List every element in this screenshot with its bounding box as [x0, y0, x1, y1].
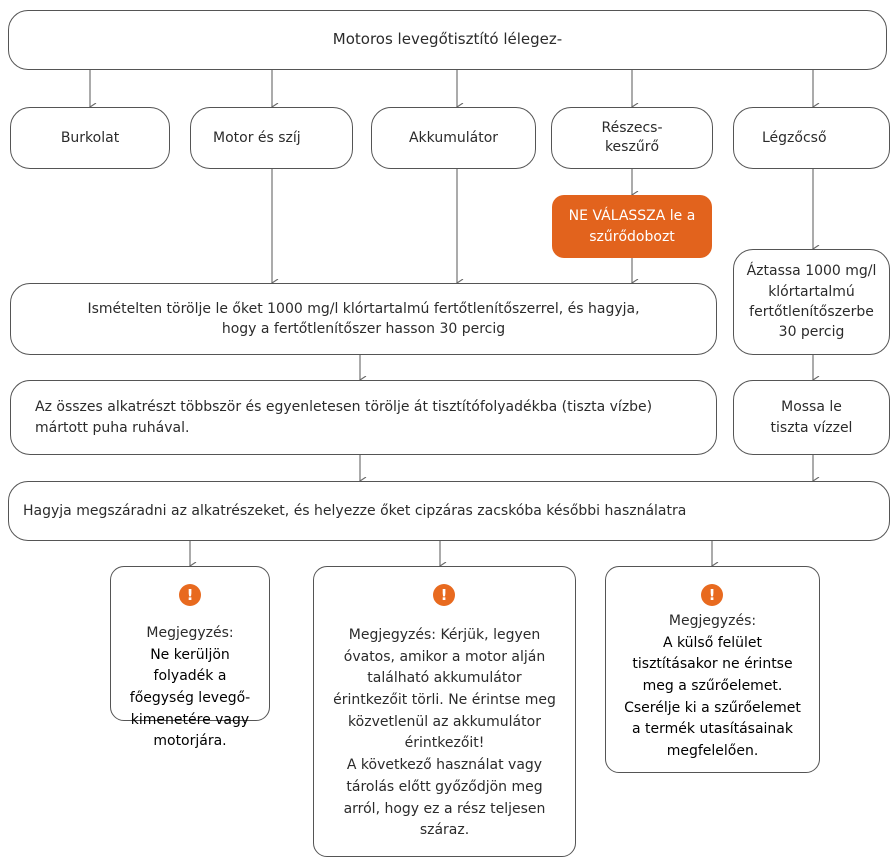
step-dry-text: Hagyja megszáradni az alkatrészeket, és …: [23, 502, 687, 519]
step-rinse-box: Mossa le tiszta vízzel: [733, 380, 890, 455]
part-akku: Akkumulátor: [371, 107, 536, 169]
step-rinse-text: Mossa le tiszta vízzel: [770, 399, 853, 436]
warning-filter-text: NE VÁLASSZA le a szűrődobozt: [568, 207, 696, 245]
step-all-box: Az összes alkatrészt többször és egyenle…: [10, 380, 717, 455]
step-soak-text: Áztassa 1000 mg/l klórtartalmú fertőtlen…: [746, 263, 877, 341]
part-reszecske: Részecs- keszűrő: [551, 107, 713, 169]
part-motor-label: Motor és szíj: [213, 129, 301, 146]
warning-filter-box: NE VÁLASSZA le a szűrődobozt: [552, 195, 712, 258]
note-middle-text1: Megjegyzés: Kérjük, legyen óvatos, amiko…: [333, 627, 556, 752]
part-akku-label: Akkumulátor: [408, 129, 499, 146]
note-middle-text2: A következő használat vagy tárolás előtt…: [343, 757, 546, 839]
note-left-label: Megjegyzés:: [146, 625, 234, 641]
part-legzocso-label: Légzőcső: [762, 129, 827, 146]
part-legzocso: Légzőcső: [733, 107, 890, 169]
step-soak-box: Áztassa 1000 mg/l klórtartalmú fertőtlen…: [733, 249, 890, 355]
note-left-alert-icon: !: [179, 584, 201, 606]
step-dry-box: Hagyja megszáradni az alkatrészeket, és …: [8, 481, 890, 541]
note-right-alert-icon: !: [701, 584, 723, 606]
note-right-label: Megjegyzés:: [668, 613, 757, 629]
step-wipe-box: Ismételten törölje le őket 1000 mg/l kló…: [10, 283, 717, 355]
part-burkolat: Burkolat: [10, 107, 170, 169]
part-burkolat-label: Burkolat: [60, 129, 120, 146]
step-wipe-text: Ismételten törölje le őket 1000 mg/l kló…: [87, 300, 640, 337]
step-all-text: Az összes alkatrészt többször és egyenle…: [35, 399, 653, 436]
note-middle-alert-icon: !: [433, 584, 455, 606]
part-motor: Motor és szíj: [190, 107, 353, 169]
note-middle-box: Megjegyzés: Kérjük, legyen óvatos, amiko…: [313, 566, 576, 857]
title-text: Motoros levegőtisztító lélegez-: [332, 30, 563, 49]
note-left-text: Ne kerüljön folyadék a főegység levegő-k…: [129, 646, 251, 750]
note-right-text: A külső felület tisztításakor ne érintse…: [624, 634, 801, 760]
part-reszecske-label: Részecs- keszűrő: [601, 120, 663, 155]
title-box: Motoros levegőtisztító lélegez-: [8, 10, 887, 70]
